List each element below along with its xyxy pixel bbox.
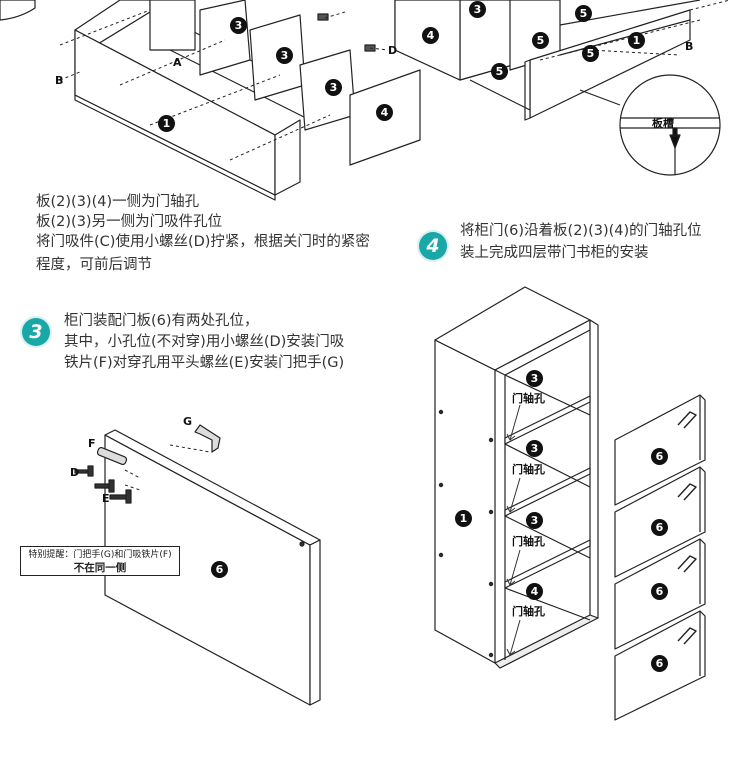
part-badge-1b: 1 [628, 32, 645, 49]
step2-line-1: 板(2)(3)(4)一侧为门轴孔 [36, 194, 200, 210]
hinge-hole-label-2: 门轴孔 [512, 463, 545, 476]
label-F: F [88, 437, 96, 450]
step4-badge: 4 [419, 232, 447, 260]
label-A: A [173, 56, 182, 69]
step4-line-2: 装上完成四层带门书柜的安装 [460, 245, 649, 261]
hinge-hole-label-4: 门轴孔 [512, 605, 545, 618]
special-reminder-box: 特别提醒：门把手(G)和门吸铁片(F) 不在同一侧 [20, 546, 180, 576]
label-D: D [388, 44, 398, 57]
reminder-line-2: 不在同一侧 [73, 562, 127, 574]
door-assembly-view [74, 424, 321, 706]
step3-exploded-view [394, 0, 731, 176]
part-badge-3a: 3 [230, 17, 247, 34]
hinge-hole-label-1: 门轴孔 [512, 392, 545, 405]
part-badge-5c: 5 [582, 45, 599, 62]
part-badge-6c: 6 [651, 519, 668, 536]
label-E: E [102, 492, 110, 505]
label-G: G [183, 415, 193, 428]
part-badge-3e: 3 [526, 370, 543, 387]
step3-line-1: 柜门装配门板(6)有两处孔位， [64, 313, 259, 329]
part-badge-3c: 3 [325, 79, 342, 96]
label-D-door: D [70, 466, 80, 479]
finished-cabinet-view [434, 286, 599, 669]
part-badge-6d: 6 [651, 583, 668, 600]
part-badge-4a: 4 [376, 104, 393, 121]
step2-line-3: 将门吸件(C)使用小螺丝(D)拧紧，根据关门时的紧密 [36, 234, 370, 250]
label-B-right: B [685, 40, 694, 53]
part-badge-3b: 3 [276, 47, 293, 64]
part-badge-1a: 1 [158, 115, 175, 132]
step3-line-2: 其中，小孔位(不对穿)用小螺丝(D)安装门吸 [64, 334, 345, 350]
step3-line-3: 铁片(F)对穿孔用平头螺丝(E)安装门把手(G) [64, 355, 345, 371]
part-badge-1c: 1 [455, 510, 472, 527]
part-badge-3d: 3 [469, 1, 486, 18]
part-badge-5d: 5 [491, 63, 508, 80]
step2-line-2: 板(2)(3)另一侧为门吸件孔位 [36, 214, 223, 230]
part-badge-4b: 4 [422, 27, 439, 44]
step4-line-1: 将柜门(6)沿着板(2)(3)(4)的门轴孔位 [460, 223, 702, 239]
reminder-line-1: 特别提醒：门把手(G)和门吸铁片(F) [28, 550, 172, 560]
part-badge-4c: 4 [526, 583, 543, 600]
part-badge-3g: 3 [526, 512, 543, 529]
label-B: B [55, 74, 64, 87]
part-badge-6a: 6 [211, 561, 228, 578]
part-badge-3f: 3 [526, 440, 543, 457]
hinge-hole-label-3: 门轴孔 [512, 535, 545, 548]
board-groove-label: 板槽 [652, 117, 674, 130]
step2-exploded-view [0, 0, 421, 201]
part-badge-5b: 5 [532, 32, 549, 49]
part-badge-6e: 6 [651, 655, 668, 672]
step2-line-4: 程度，可前后调节 [36, 257, 152, 273]
step3-badge: 3 [22, 318, 50, 346]
part-badge-5a: 5 [575, 5, 592, 22]
part-badge-6b: 6 [651, 448, 668, 465]
